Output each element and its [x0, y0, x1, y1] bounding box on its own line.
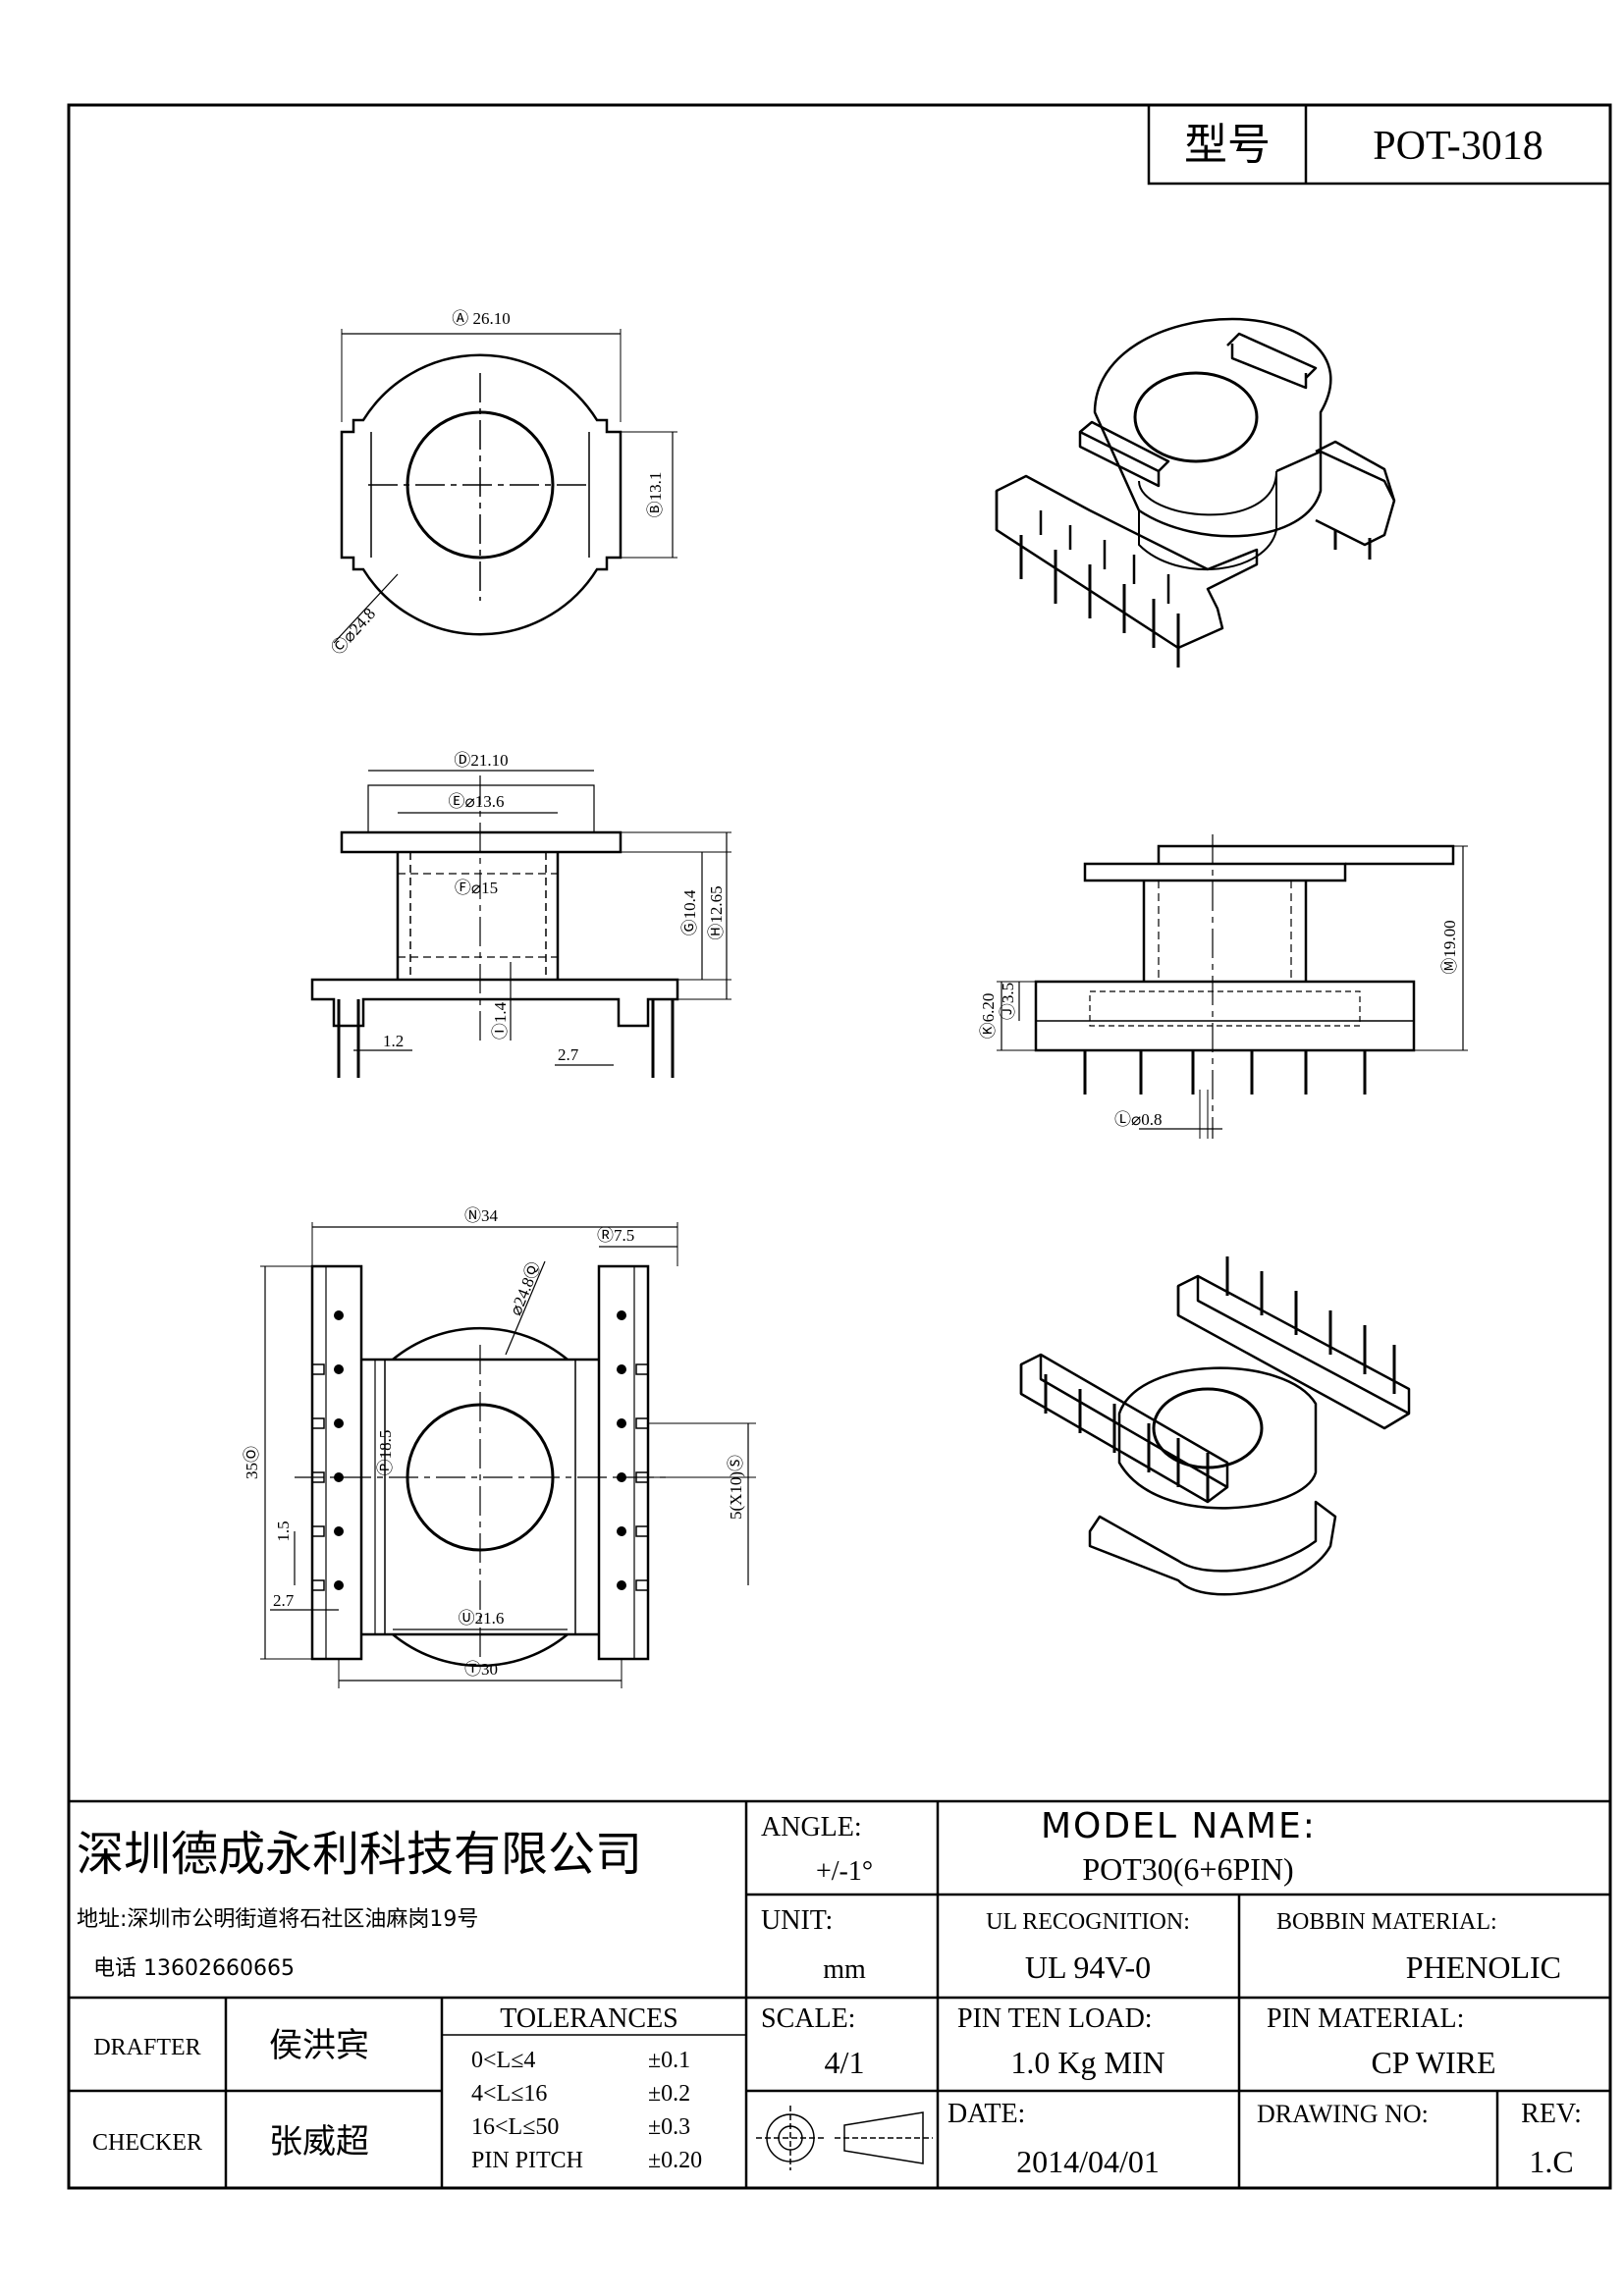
- dim-O-label: 35Ⓞ: [243, 1446, 261, 1479]
- angle-label: ANGLE:: [761, 1812, 862, 1842]
- tolerances-label: TOLERANCES: [500, 2003, 678, 2034]
- model-type-header: 型号 POT-3018: [1147, 103, 1612, 186]
- tolerance-range: 0<L≤4: [471, 2048, 535, 2073]
- dim-G-label: Ⓖ10.4: [680, 889, 699, 935]
- dim-U-label: Ⓤ21.6: [459, 1609, 505, 1628]
- angle-value: +/-1°: [816, 1856, 873, 1887]
- tolerance-value: ±0.3: [648, 2114, 690, 2140]
- date-label: DATE:: [947, 2099, 1025, 2129]
- bottom-view: [260, 1222, 756, 1688]
- date-value: 2014/04/01: [1016, 2144, 1160, 2179]
- isometric-core-top: [1133, 371, 1259, 463]
- unit-value: mm: [823, 1954, 866, 1985]
- checker-label: CHECKER: [92, 2130, 202, 2156]
- dim-2.7-label: 2.7: [558, 1045, 579, 1064]
- dim-I-label: Ⓘ1.4: [491, 1001, 510, 1040]
- tolerance-value: ±0.20: [648, 2148, 702, 2173]
- title-block: [69, 1799, 1610, 2188]
- dim-1.2-label: 1.2: [383, 1032, 404, 1050]
- dim-H-label: Ⓗ12.65: [707, 885, 726, 939]
- tolerance-range: 4<L≤16: [471, 2081, 547, 2107]
- right-side-view: [997, 834, 1468, 1139]
- unit-label: UNIT:: [761, 1905, 833, 1936]
- dim-E-label: Ⓔ⌀13.6: [449, 792, 505, 811]
- ul-label: UL RECOGNITION:: [986, 1909, 1190, 1935]
- dim-1.5-label: 1.5: [274, 1521, 293, 1541]
- bobbin-material-label: BOBBIN MATERIAL:: [1276, 1909, 1497, 1935]
- model-label: MODEL NAME:: [1041, 1806, 1317, 1846]
- dim-M-label: Ⓜ19.00: [1440, 920, 1459, 974]
- pin-load-label: PIN TEN LOAD:: [957, 2003, 1153, 2034]
- dim-2.7b-label: 2.7: [273, 1591, 295, 1610]
- pin-material-label: PIN MATERIAL:: [1267, 2003, 1464, 2034]
- dim-P-label: Ⓟ18.5: [376, 1430, 395, 1476]
- projection-symbol: [756, 2106, 933, 2170]
- tolerance-value: ±0.1: [648, 2048, 690, 2073]
- front-section-view: [310, 770, 731, 1078]
- drafter-value: 侯洪宾: [269, 2026, 369, 2065]
- drawing-frame: [67, 103, 1612, 2190]
- type-label: 型号: [1184, 120, 1271, 170]
- dim-C-label: Ⓒ⌀24.8: [328, 605, 379, 659]
- tolerance-table: 0<L≤4 ±0.1 4<L≤16 ±0.2 16<L≤50 ±0.3 PIN …: [471, 2048, 702, 2173]
- rev-value: 1.C: [1529, 2144, 1573, 2179]
- scale-label: SCALE:: [761, 2003, 855, 2034]
- top-view: [333, 329, 677, 644]
- company-name: 深圳德成永利科技有限公司: [77, 1827, 642, 1882]
- tolerance-range: PIN PITCH: [471, 2148, 583, 2173]
- company-phone: 电话 13602660665: [93, 1956, 295, 1981]
- dim-T-label: Ⓣ30: [464, 1660, 498, 1679]
- dim-R-label: Ⓡ7.5: [597, 1226, 634, 1245]
- dim-A-label: Ⓐ 26.10: [452, 309, 511, 328]
- dim-Q-label: ⌀24.8Ⓠ: [506, 1259, 544, 1318]
- rev-label: REV:: [1521, 2099, 1582, 2129]
- scale-value: 4/1: [825, 2045, 865, 2080]
- tolerance-range: 16<L≤50: [471, 2114, 559, 2140]
- dim-F-label: Ⓕ⌀15: [455, 879, 498, 897]
- dim-D-label: Ⓓ21.10: [454, 751, 508, 770]
- model-value: POT30(6+6PIN): [1082, 1851, 1293, 1887]
- dim-L-label: Ⓛ⌀0.8: [1114, 1110, 1163, 1129]
- ul-value: UL 94V-0: [1025, 1949, 1151, 1985]
- bobbin-material-value: PHENOLIC: [1406, 1949, 1561, 1985]
- dim-K-label: Ⓚ6.20: [979, 993, 998, 1040]
- dim-J-label: Ⓙ3.5: [999, 983, 1017, 1020]
- tolerance-value: ±0.2: [648, 2081, 690, 2107]
- dim-N-label: Ⓝ34: [464, 1206, 498, 1225]
- top-view-outline: [340, 353, 623, 636]
- drafter-label: DRAFTER: [93, 2035, 200, 2060]
- isometric-view-top: [995, 317, 1396, 667]
- dim-B-label: Ⓑ13.1: [646, 472, 665, 518]
- company-address: 地址:深圳市公明街道将石社区油麻岗19号: [77, 1907, 478, 1932]
- isometric-view-bottom: [1019, 1256, 1411, 1596]
- checker-value: 张威超: [269, 2122, 369, 2162]
- dim-S-label: 5(X10)Ⓢ: [727, 1455, 745, 1520]
- type-value: POT-3018: [1373, 124, 1543, 169]
- pin-load-value: 1.0 Kg MIN: [1010, 2045, 1164, 2080]
- pin-material-value: CP WIRE: [1371, 2045, 1495, 2080]
- drawing-no-label: DRAWING NO:: [1257, 2100, 1429, 2128]
